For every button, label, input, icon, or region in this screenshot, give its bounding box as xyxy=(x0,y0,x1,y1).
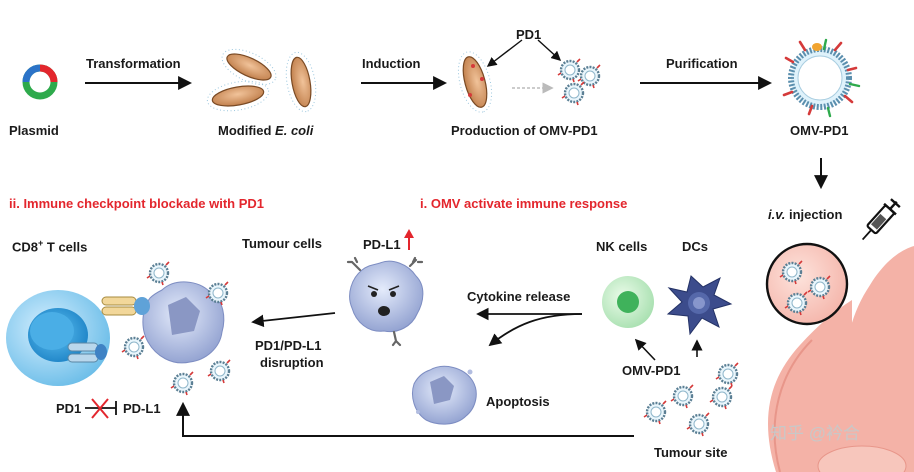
plasmid-icon xyxy=(22,64,58,100)
checkpoint-heading: ii. Immune checkpoint blockade with PD1 xyxy=(9,196,264,211)
dendritic-cell xyxy=(666,275,733,336)
ecoli-italic: E. coli xyxy=(275,123,314,138)
apoptosis-label: Apoptosis xyxy=(486,394,550,409)
arrow-to-nk xyxy=(634,338,656,361)
induction-label: Induction xyxy=(362,56,421,71)
pd1-legend-label: PD1 xyxy=(56,401,82,416)
omv-pd1-site-label: OMV-PD1 xyxy=(622,363,681,378)
pdl1-legend-label: PD-L1 xyxy=(123,401,161,416)
watermark-text: 知乎 @衿合 xyxy=(770,424,860,443)
tumour-site-label: Tumour site xyxy=(654,445,728,460)
blood-vessel xyxy=(768,246,914,472)
injection-text: injection xyxy=(785,207,843,222)
arrow-disruption xyxy=(251,312,336,328)
tumour-cells-label: Tumour cells xyxy=(242,236,322,251)
up-arrow-icon xyxy=(404,229,414,250)
producing-bacterium-icon xyxy=(457,51,493,113)
omv-pd1-product-label: OMV-PD1 xyxy=(790,123,849,138)
cd8-sup: + xyxy=(38,238,44,248)
pd1-receptor xyxy=(67,342,107,363)
pdl1-up-label: PD-L1 xyxy=(363,237,401,252)
dcs-label: DCs xyxy=(682,239,709,254)
transformation-label: Transformation xyxy=(86,56,181,71)
modified-prefix: Modified xyxy=(218,123,276,138)
arrow-to-apoptosis xyxy=(488,313,583,347)
nk-cell xyxy=(602,276,654,328)
tumour-cell-bound-omvs xyxy=(120,260,232,397)
iv-italic: i.v. xyxy=(768,207,786,222)
released-omvs-icon xyxy=(556,57,602,107)
nk-cells-label: NK cells xyxy=(596,239,648,254)
pd1-pointer-left xyxy=(486,39,523,67)
arrow-return-to-tcell xyxy=(176,401,634,437)
production-label: Production of OMV-PD1 xyxy=(451,123,598,138)
tumour-cell-pdl1-up xyxy=(346,256,424,347)
cd8-label: CD8+ T cells xyxy=(12,238,88,255)
purification-label: Purification xyxy=(666,56,738,71)
omv-pd1-icon xyxy=(782,38,861,118)
pd1-pdl1-block-icon xyxy=(85,398,117,419)
cd8-suffix: T cells xyxy=(43,239,88,255)
disruption-label-line1: PD1/PD-L1 xyxy=(255,338,322,353)
cytokine-label: Cytokine release xyxy=(467,289,571,304)
plasmid-label: Plasmid xyxy=(9,123,59,138)
tcr-receptor xyxy=(101,296,150,316)
modified-ecoli-label: Modified E. coli xyxy=(218,124,313,137)
activate-heading: i. OMV activate immune response xyxy=(420,196,628,211)
apoptotic-cell xyxy=(412,365,477,425)
ecoli-bacteria-icon xyxy=(206,48,317,113)
pd1-pointer-right xyxy=(537,39,562,61)
cd8-t-cell xyxy=(6,290,110,386)
syringe-icon xyxy=(861,198,901,241)
vessel-zoom-circle xyxy=(765,242,849,326)
disruption-label-line2: disruption xyxy=(260,355,324,370)
cd8-prefix: CD8 xyxy=(12,239,39,255)
iv-injection-label: i.v. injection xyxy=(768,208,842,221)
pd1-top-label: PD1 xyxy=(516,27,542,42)
